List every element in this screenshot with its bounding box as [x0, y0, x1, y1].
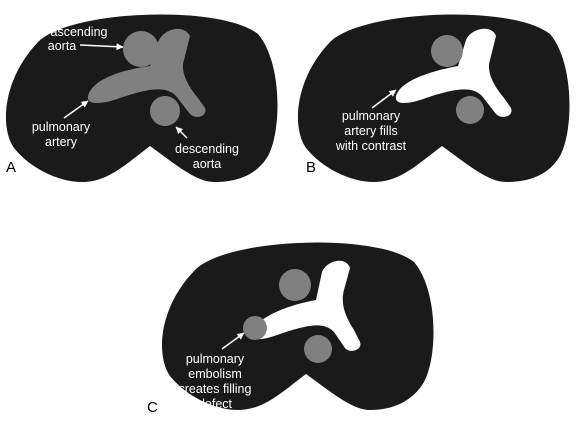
label-pulmonary-artery: pulmonary artery [32, 120, 91, 149]
pulmonary-embolus [243, 316, 267, 340]
label-pulmonary-artery-contrast: pulmonary artery fills with contrast [335, 109, 407, 153]
label-descending-aorta: descending aorta [175, 142, 239, 171]
arrow-ascending-aorta [79, 43, 124, 51]
label-contrast-line-2: artery fills [344, 124, 397, 138]
descending-aorta [456, 96, 484, 124]
label-pulmonary-artery-line-2: artery [45, 135, 78, 149]
arrow-pulmonary-artery [63, 100, 89, 119]
label-contrast-line-1: pulmonary [342, 109, 401, 123]
label-contrast-line-3: with contrast [335, 139, 407, 153]
ascending-aorta [123, 31, 159, 67]
label-embolism-line-3: creates filling [179, 382, 252, 396]
panel-letter-b: B [306, 159, 316, 176]
descending-aorta [150, 96, 180, 126]
arrow-descending-aorta [175, 126, 188, 139]
panel-a: ascending aorta pulmonary artery descend… [5, 14, 278, 183]
arrow-pulmonary-artery-contrast [371, 89, 397, 109]
label-ascending-aorta: ascending aorta [48, 25, 108, 53]
ascending-aorta [431, 35, 463, 67]
pulmonary-artery-gray [87, 28, 206, 117]
label-pulmonary-embolism: pulmonary embolism creates filling defec… [179, 352, 252, 411]
label-embolism-line-4: defect [198, 397, 233, 411]
label-pulmonary-artery-line-1: pulmonary [32, 120, 91, 134]
descending-aorta [304, 335, 332, 363]
label-descending-aorta-line-1: descending [175, 142, 239, 156]
label-embolism-line-2: embolism [188, 367, 242, 381]
label-ascending-aorta-line-2: aorta [48, 39, 77, 53]
panel-c: pulmonary embolism creates filling defec… [147, 242, 434, 416]
label-ascending-aorta-line-1: ascending [51, 25, 108, 39]
thorax-cross-section [5, 14, 278, 183]
panel-b: pulmonary artery fills with contrast B [297, 14, 570, 183]
panel-letter-a: A [6, 159, 16, 176]
ascending-aorta [279, 269, 311, 301]
pulmonary-artery-contrast [250, 260, 361, 351]
pulmonary-artery-contrast [395, 28, 512, 117]
label-embolism-line-1: pulmonary [186, 352, 245, 366]
panel-letter-c: C [147, 399, 158, 416]
thorax-cross-section [297, 14, 570, 183]
arrow-pulmonary-embolism [221, 332, 245, 350]
label-descending-aorta-line-2: aorta [193, 157, 222, 171]
